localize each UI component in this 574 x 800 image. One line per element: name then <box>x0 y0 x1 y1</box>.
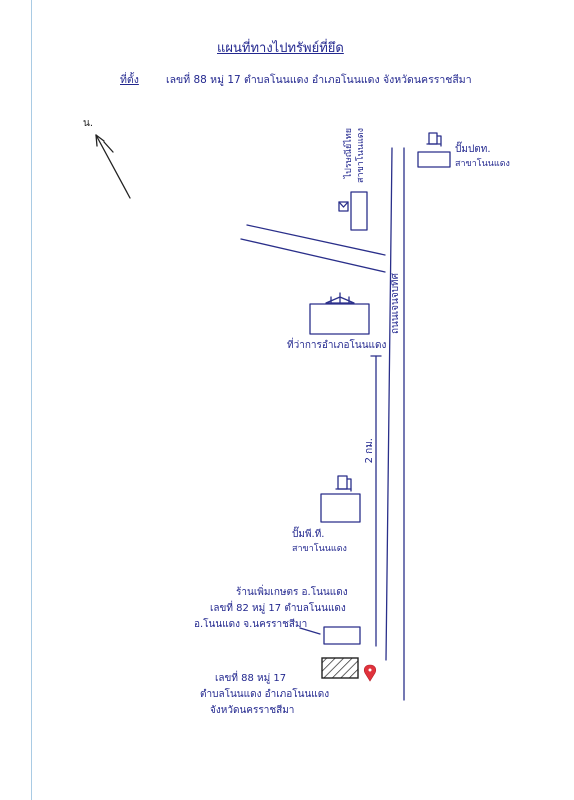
gas-station-pt-building <box>320 493 361 523</box>
shop-label-line3: อ.โนนแดง จ.นครราชสีมา <box>194 619 308 630</box>
location-label: ที่ตั้ง <box>120 74 139 86</box>
gas-pt-label-line2: สาขาโนนแดง <box>292 544 347 554</box>
shop-label-line1: ร้านเพิ่มเกษตร อ.โนนแดง <box>236 587 348 598</box>
target-label-line2: ตำบลโนนแดง อำเภอโนนแดง <box>200 689 330 700</box>
gas-ptt-label-line2: สาขาโนนแดง <box>455 159 510 169</box>
gas-station-ptt-building <box>417 151 451 168</box>
post-office-building <box>350 191 368 231</box>
government-office-icon <box>325 292 355 304</box>
location-marker-icon <box>363 664 377 682</box>
shop-label-line2: เลขที่ 82 หมู่ 17 ตำบลโนนแดง <box>210 603 346 614</box>
location-text: เลขที่ 88 หมู่ 17 ตำบลโนนแดง อำเภอโนนแดง… <box>166 74 472 86</box>
gas-pt-label-line1: ปั๊มพี.ที. <box>292 529 325 540</box>
page-margin-line <box>31 0 32 800</box>
post-office-icon <box>338 201 349 212</box>
main-road-left-edge <box>385 147 393 661</box>
neighbor-shop-building <box>323 626 361 645</box>
post-office-label-line1: ไปรษณีย์ไทย <box>344 128 354 179</box>
district-office-building <box>309 303 370 335</box>
target-property-hatched <box>321 657 359 679</box>
gas-pump-pt-icon <box>335 475 352 492</box>
target-label-line1: เลขที่ 88 หมู่ 17 <box>215 673 287 684</box>
post-office-label-line2: สาขาโนนแดง <box>356 128 366 183</box>
north-arrow-icon <box>95 134 131 199</box>
gas-pump-ptt-icon <box>426 132 442 147</box>
shop-pointer-line <box>299 627 321 635</box>
target-label-line3: จังหวัดนครราชสีมา <box>210 705 295 716</box>
map-title: แผนที่ทางไปทรัพย์ที่ยึด <box>217 41 344 56</box>
distance-label: 2 กม. <box>364 438 375 464</box>
side-road-bottom-edge <box>240 238 386 273</box>
distance-bracket <box>370 355 382 647</box>
north-label: น. <box>83 118 94 129</box>
gas-ptt-label-line1: ปั๊มปตท. <box>455 144 491 155</box>
side-road-top-edge <box>246 224 386 256</box>
district-office-label: ที่ว่าการอำเภอโนนแดง <box>287 340 387 351</box>
road-name-label: ถนนเจนจบทิศ <box>390 273 401 334</box>
